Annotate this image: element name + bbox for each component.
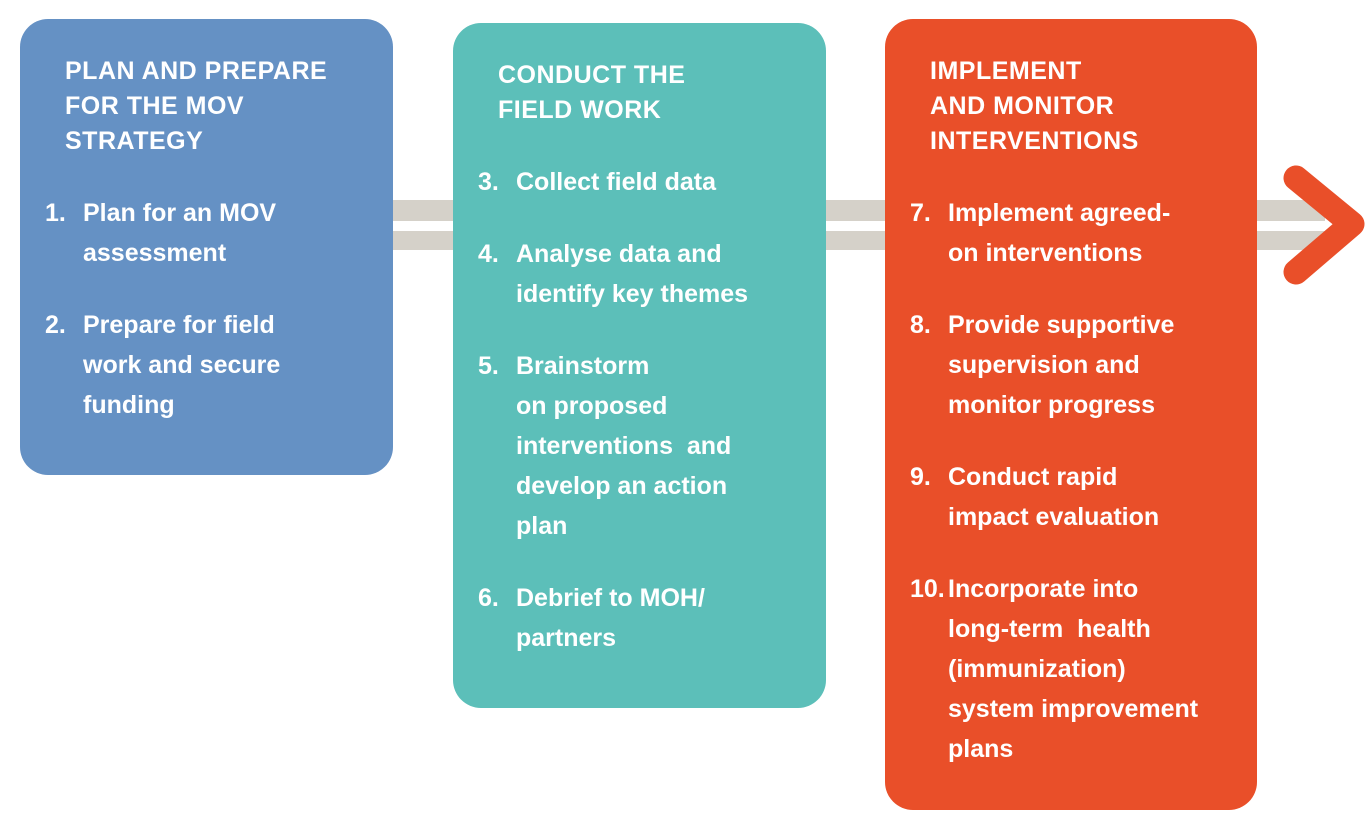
step-text: Conduct rapid impact evaluation bbox=[948, 463, 1160, 531]
stage-conduct-field-work: CONDUCT THE FIELD WORK 3. Collect field … bbox=[453, 23, 826, 708]
stage-title: IMPLEMENT AND MONITOR INTERVENTIONS bbox=[930, 57, 1139, 155]
step-item: 5. Brainstorm on proposed interventions … bbox=[478, 346, 808, 546]
step-item: 1. Plan for an MOV assessment bbox=[45, 193, 375, 273]
step-number: 10. bbox=[910, 575, 945, 603]
step-text: Implement agreed- on interventions bbox=[948, 199, 1171, 267]
step-text: Incorporate into long-term health (immun… bbox=[948, 575, 1199, 763]
step-number: 9. bbox=[910, 463, 931, 491]
step-item: 7. Implement agreed- on interventions bbox=[910, 193, 1239, 273]
stage-title: PLAN AND PREPARE FOR THE MOV STRATEGY bbox=[65, 57, 328, 155]
step-number: 5. bbox=[478, 352, 499, 380]
step-text: Debrief to MOH/ partners bbox=[516, 584, 705, 652]
stage-plan-and-prepare: PLAN AND PREPARE FOR THE MOV STRATEGY 1.… bbox=[20, 19, 393, 475]
step-text: Prepare for field work and secure fundin… bbox=[83, 311, 281, 419]
step-number: 3. bbox=[478, 168, 499, 196]
step-item: 4. Analyse data and identify key themes bbox=[478, 234, 808, 314]
step-text: Plan for an MOV assessment bbox=[83, 199, 277, 267]
step-number: 8. bbox=[910, 311, 931, 339]
stage-title: CONDUCT THE FIELD WORK bbox=[498, 61, 686, 124]
step-number: 4. bbox=[478, 240, 499, 268]
flow-arrow-icon bbox=[1283, 165, 1365, 285]
step-item: 8. Provide supportive supervision and mo… bbox=[910, 305, 1239, 425]
step-text: Collect field data bbox=[516, 168, 717, 196]
step-text: Analyse data and identify key themes bbox=[516, 240, 749, 308]
step-text: Provide supportive supervision and monit… bbox=[948, 311, 1175, 419]
step-item: 10. Incorporate into long-term health (i… bbox=[910, 569, 1239, 769]
step-number: 6. bbox=[478, 584, 499, 612]
step-text: Brainstorm on proposed interventions and… bbox=[516, 352, 732, 540]
step-item: 6. Debrief to MOH/ partners bbox=[478, 578, 808, 658]
step-number: 1. bbox=[45, 199, 66, 227]
step-item: 2. Prepare for field work and secure fun… bbox=[45, 305, 375, 425]
step-number: 7. bbox=[910, 199, 931, 227]
stage-implement-and-monitor: IMPLEMENT AND MONITOR INTERVENTIONS 7. I… bbox=[885, 19, 1257, 810]
step-item: 9. Conduct rapid impact evaluation bbox=[910, 457, 1239, 537]
step-item: 3. Collect field data bbox=[478, 162, 808, 202]
step-number: 2. bbox=[45, 311, 66, 339]
